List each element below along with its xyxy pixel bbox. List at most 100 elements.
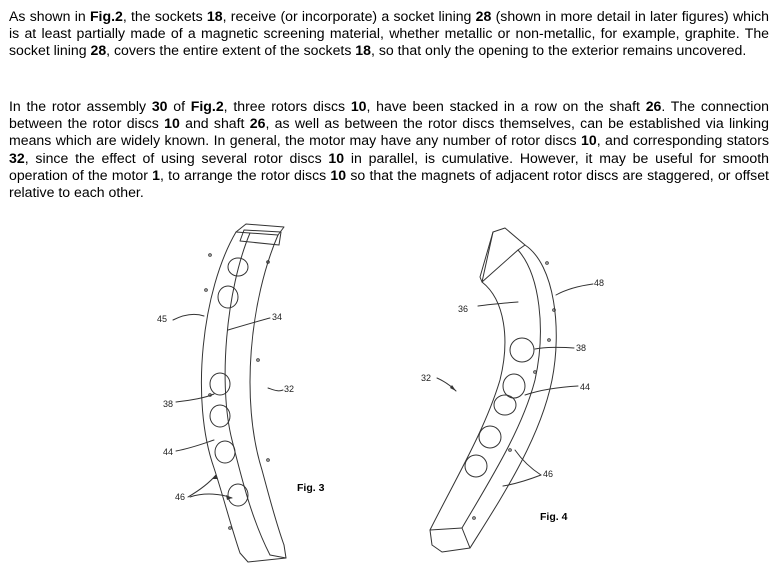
reference-numeral: 32 (9, 149, 25, 166)
fig3-bottom-edge (269, 554, 287, 559)
fig4-leader-44 (524, 385, 579, 396)
text-run: In the rotor assembly (9, 98, 152, 114)
figure-4-drawing (429, 227, 594, 553)
fig3-top-block-face (235, 223, 285, 236)
text-run: , and corresponding stators (596, 132, 769, 149)
reference-numeral: 1 (152, 166, 160, 183)
text-run: , three rotors discs (223, 98, 351, 114)
fig4-socket (493, 394, 517, 416)
fig4-hole (547, 338, 551, 342)
text-run: , as well as between the rotor discs the… (9, 115, 769, 149)
reference-numeral: 30 (151, 98, 168, 114)
text-run: (shown in more detail in later figures) … (9, 8, 769, 59)
text-run: , so that only the opening to the exteri… (370, 42, 747, 59)
fig3-label-46: 46 (175, 492, 185, 502)
fig3-label-34: 34 (272, 312, 282, 322)
text-run: , receive (or incorporate) a socket lini… (222, 8, 476, 24)
fig3-caption: Fig. 3 (297, 482, 325, 494)
fig4-socket (478, 425, 502, 449)
fig3-bottom-end (239, 544, 287, 563)
fig3-label-32: 32 (284, 384, 294, 394)
fig3-outer-edge (200, 231, 241, 554)
text-run: , have been stacked in a row on the shaf… (366, 98, 646, 114)
fig4-leader-48 (555, 283, 594, 296)
reference-numeral: Fig.2 (89, 8, 123, 24)
fig3-label-44: 44 (163, 447, 173, 457)
reference-numeral: 28 (90, 42, 107, 59)
fig3-label-38: 38 (163, 399, 173, 409)
fig3-label-45: 45 (157, 314, 167, 324)
fig3-leader-44 (175, 439, 215, 452)
reference-numeral: 10 (164, 115, 180, 132)
fig3-hole (266, 260, 270, 264)
text-run: of (167, 98, 191, 114)
fig4-leader-38 (534, 346, 575, 350)
fig4-top-block (481, 227, 526, 283)
fig4-outer-edge (469, 244, 557, 549)
fig4-socket (509, 337, 535, 363)
fig4-hole (552, 308, 556, 312)
text-run: , covers the entire extent of the socket… (106, 42, 356, 59)
reference-numeral: Fig.2 (190, 98, 224, 114)
fig4-bottom-end (429, 527, 471, 553)
fig3-socket (227, 483, 249, 507)
fig3-hole (266, 458, 270, 462)
reference-numeral: 10 (350, 98, 367, 114)
fig4-socket (464, 454, 488, 478)
paragraph-1: As shown in Fig.2, the sockets 18, recei… (9, 8, 769, 60)
fig3-hole (204, 288, 208, 292)
fig4-hole (472, 516, 476, 520)
fig3-leader-45 (172, 313, 205, 321)
fig4-label-38: 38 (576, 343, 586, 353)
reference-numeral: 10 (581, 132, 597, 149)
fig4-arrowhead-32 (450, 385, 456, 391)
text-run: . The connection between the rotor discs (9, 98, 770, 132)
text-run: As shown in (9, 8, 90, 24)
fig3-leader-32 (267, 387, 284, 392)
fig3-arrowhead-46a (212, 475, 218, 479)
text-run: , the sockets (122, 8, 207, 24)
reference-numeral: 18 (355, 42, 371, 59)
text-run: so that the magnets of adjacent rotor di… (9, 166, 769, 201)
fig4-inner-edge (461, 249, 541, 529)
fig4-label-48: 48 (594, 278, 604, 288)
fig4-hole (533, 370, 537, 374)
fig4-label-46: 46 (543, 469, 553, 479)
text-run: , to arrange the rotor discs (159, 166, 331, 183)
fig4-caption: Fig. 4 (540, 511, 568, 523)
fig4-socket (502, 373, 526, 399)
fig4-hole (545, 261, 549, 265)
reference-numeral: 10 (330, 166, 347, 183)
text-run: and shaft (179, 115, 250, 132)
fig3-top-block-front (239, 229, 282, 246)
fig3-side-edge (249, 234, 285, 546)
fig3-inner-edge (224, 232, 271, 556)
fig4-leader-36 (477, 301, 519, 307)
fig4-label-44: 44 (580, 382, 590, 392)
reference-numeral: 18 (206, 8, 223, 24)
figure-3-drawing (172, 223, 287, 563)
reference-numeral: 26 (249, 115, 266, 132)
fig4-top-block-side (479, 231, 494, 283)
fig3-leader-34 (227, 317, 271, 331)
fig3-hole (256, 358, 260, 362)
fig3-hole (208, 253, 212, 257)
reference-numeral: 26 (645, 98, 662, 114)
fig4-bottom-edge (429, 527, 463, 531)
reference-numeral: 28 (475, 8, 492, 24)
fig3-arrowhead-46b (226, 495, 232, 500)
fig4-left-edge (429, 281, 506, 531)
fig3-socket (227, 257, 249, 277)
fig3-socket (214, 440, 236, 464)
fig4-label-32: 32 (421, 373, 431, 383)
fig4-label-36: 36 (458, 304, 468, 314)
fig4-leader-46a (514, 449, 542, 476)
fig4-hole (508, 448, 512, 452)
paragraph-2: In the rotor assembly 30 of Fig.2, three… (9, 98, 769, 201)
fig3-leader-46b (189, 493, 233, 499)
text-run: in parallel, is cumulative. However, it … (9, 149, 769, 183)
fig3-socket (209, 372, 231, 396)
fig3-hole (228, 526, 232, 530)
text-run: , since the effect of using several roto… (24, 149, 329, 166)
